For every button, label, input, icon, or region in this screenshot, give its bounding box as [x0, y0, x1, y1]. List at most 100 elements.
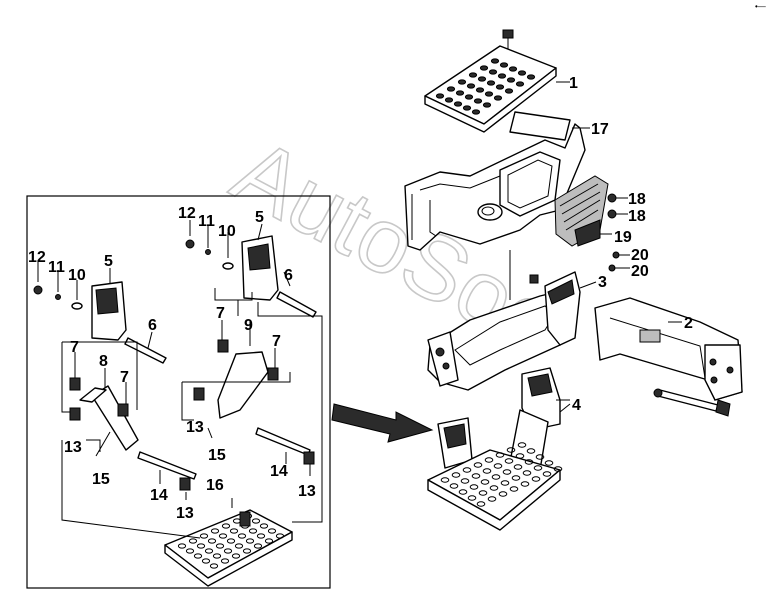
pad-cell [511, 475, 521, 481]
pad-cell [212, 553, 222, 559]
corner-mark: •— [755, 2, 766, 11]
callout-11: 11 [198, 213, 215, 230]
pad-cell [275, 533, 285, 539]
pad-cell [229, 528, 239, 534]
pad-cell [221, 523, 231, 529]
pad-cell [479, 65, 489, 71]
pad-cell [466, 83, 476, 89]
callout-10: 10 [218, 223, 236, 240]
pad-cell [251, 518, 261, 524]
pad-cell [544, 460, 554, 466]
pad-cell [500, 480, 510, 486]
pad-cell [210, 528, 220, 534]
pad-cell [502, 469, 512, 475]
pad-cell [533, 465, 543, 471]
callout-13: 13 [176, 505, 194, 522]
pad-cell [449, 483, 459, 489]
pad-cell [267, 528, 277, 534]
pad-cell [218, 533, 228, 539]
pad-cell [209, 563, 219, 569]
pad-cell [493, 95, 503, 101]
callout-labels: 1 17 18 18 19 20 20 3 2 4 12 11 10 5 6 7… [28, 75, 693, 522]
pad-cell [490, 58, 500, 64]
callout-11: 11 [48, 259, 65, 276]
callout-8: 8 [99, 353, 108, 370]
pad-cell [524, 459, 534, 465]
pad-cell [475, 87, 485, 93]
pad-cell [215, 543, 225, 549]
pad-cell [207, 538, 217, 544]
callout-15: 15 [92, 471, 110, 488]
pad-cell [504, 458, 514, 464]
pad-cell [460, 478, 470, 484]
pad-cell [526, 74, 536, 80]
callout-13: 13 [186, 419, 204, 436]
pad-cell [520, 481, 530, 487]
callout-arrow [331, 403, 434, 443]
callout-2: 2 [684, 315, 693, 332]
callout-6: 6 [284, 267, 293, 284]
pad-cell [506, 77, 516, 83]
pad-cell [242, 548, 252, 554]
pad-cell [513, 464, 523, 470]
pad-cell [495, 84, 505, 90]
detail-right-set [164, 235, 317, 587]
pad-cell [245, 538, 255, 544]
fasteners-18 [607, 193, 617, 219]
pad-cell [506, 447, 516, 453]
pad-cell [444, 97, 454, 103]
callout-14: 14 [150, 487, 168, 504]
pad-cell [553, 466, 563, 472]
leader-lines-detail [37, 220, 323, 539]
detail-left-set [33, 281, 197, 491]
pad-cell [476, 501, 486, 507]
callout-15: 15 [208, 447, 226, 464]
callout-5: 5 [255, 209, 264, 226]
pad-cell [440, 477, 450, 483]
pad-cell [467, 495, 477, 501]
pad-cell [201, 558, 211, 564]
pad-cell [453, 101, 463, 107]
pad-cell [188, 538, 198, 544]
pad-cell [435, 93, 445, 99]
side-bracket [554, 175, 609, 247]
callout-17: 17 [591, 121, 609, 138]
pad-cell [473, 462, 483, 468]
pad-cell [493, 463, 503, 469]
callout-16: 16 [206, 477, 224, 494]
callout-20: 20 [631, 263, 649, 280]
pad-cell [231, 553, 241, 559]
pad-cell [458, 489, 468, 495]
callout-14: 14 [270, 463, 288, 480]
leader-lines-main [556, 81, 682, 413]
pad-cell [462, 467, 472, 473]
pad-cell [535, 454, 545, 460]
pad-cell [542, 471, 552, 477]
pad-cell [193, 553, 203, 559]
callout-7: 7 [272, 333, 281, 350]
pad-cell [462, 105, 472, 111]
pad-cell [473, 98, 483, 104]
callout-12: 12 [178, 205, 196, 222]
callout-20: 20 [631, 247, 649, 264]
callout-3: 3 [598, 274, 607, 291]
pad-cell [248, 528, 258, 534]
pad-cell [478, 490, 488, 496]
pad-cell [253, 543, 263, 549]
main-assembly [331, 29, 743, 531]
callout-18: 18 [628, 208, 646, 225]
callout-10: 10 [68, 267, 86, 284]
step-frame [427, 250, 581, 391]
pad-cell [497, 73, 507, 79]
pad-cell [468, 72, 478, 78]
pad-cell [488, 69, 498, 75]
pad-cell [464, 94, 474, 100]
pad-cell [256, 533, 266, 539]
pad-cell [446, 86, 456, 92]
detail-frame [26, 195, 331, 589]
pad-cell [515, 453, 525, 459]
pad-cell [531, 476, 541, 482]
pad-cell [177, 543, 187, 549]
lower-step-pad-grid [440, 442, 563, 507]
pad-cell [498, 491, 508, 497]
